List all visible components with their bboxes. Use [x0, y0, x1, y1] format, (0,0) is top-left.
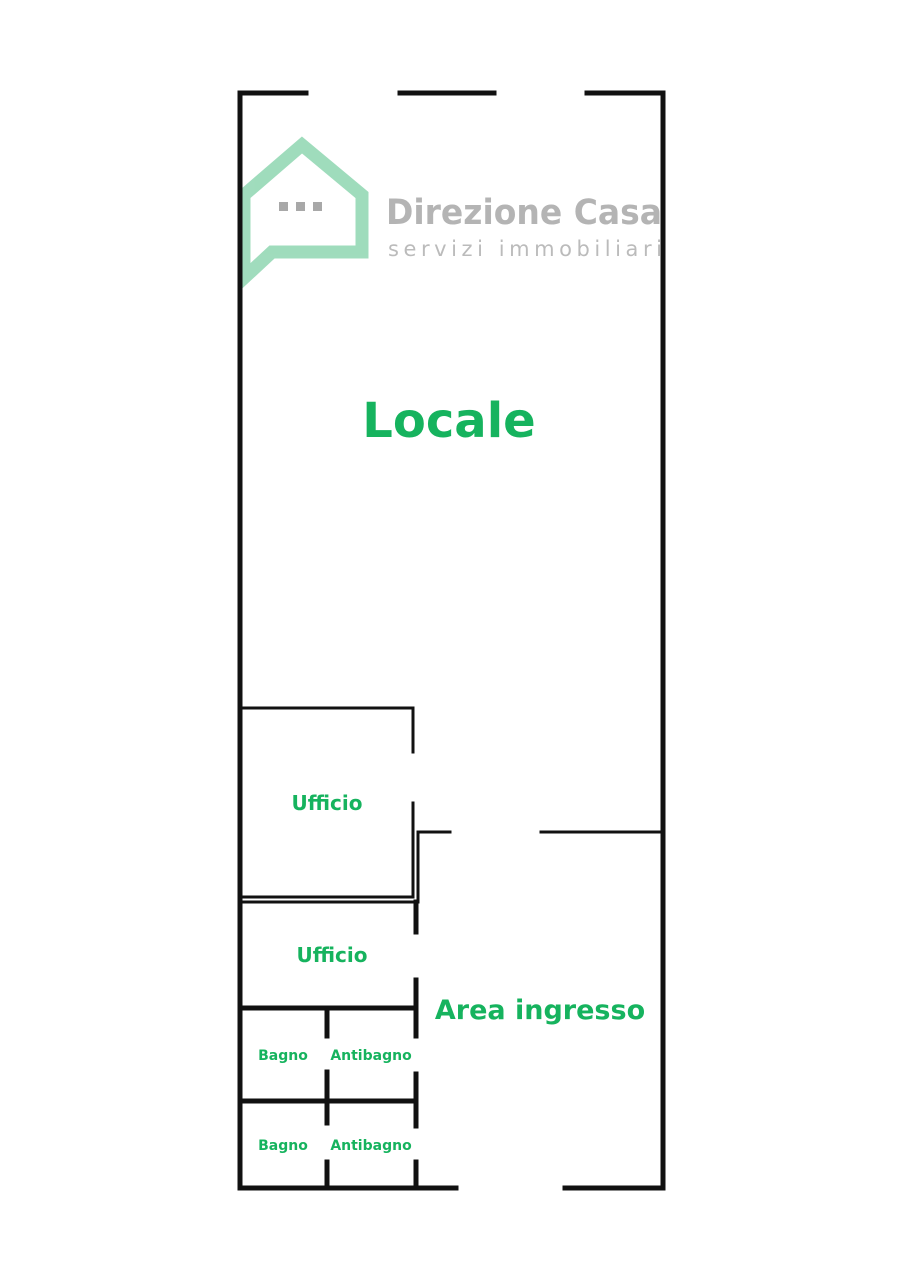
- room-label-bagno-2: Bagno: [258, 1138, 308, 1154]
- ingresso-partition: [416, 830, 663, 904]
- room-label-antibagno-1: Antibagno: [330, 1048, 412, 1064]
- office-1-walls: [240, 706, 415, 899]
- logo-title: Direzione Casa: [386, 193, 662, 233]
- room-label-ufficio-2: Ufficio: [297, 943, 368, 967]
- office-2-walls: [239, 899, 419, 1013]
- bathrooms-walls: [239, 1009, 419, 1189]
- room-label-locale: Locale: [362, 393, 535, 449]
- room-label-area-ingresso: Area ingresso: [435, 995, 645, 1026]
- logo-watermark: Direzione Casa servizi immobiliari: [237, 136, 662, 293]
- logo-subtitle: servizi immobiliari: [388, 237, 662, 261]
- house-icon: [237, 136, 369, 293]
- room-label-antibagno-2: Antibagno: [330, 1138, 412, 1154]
- room-label-bagno-1: Bagno: [258, 1048, 308, 1064]
- room-label-ufficio-1: Ufficio: [292, 791, 363, 815]
